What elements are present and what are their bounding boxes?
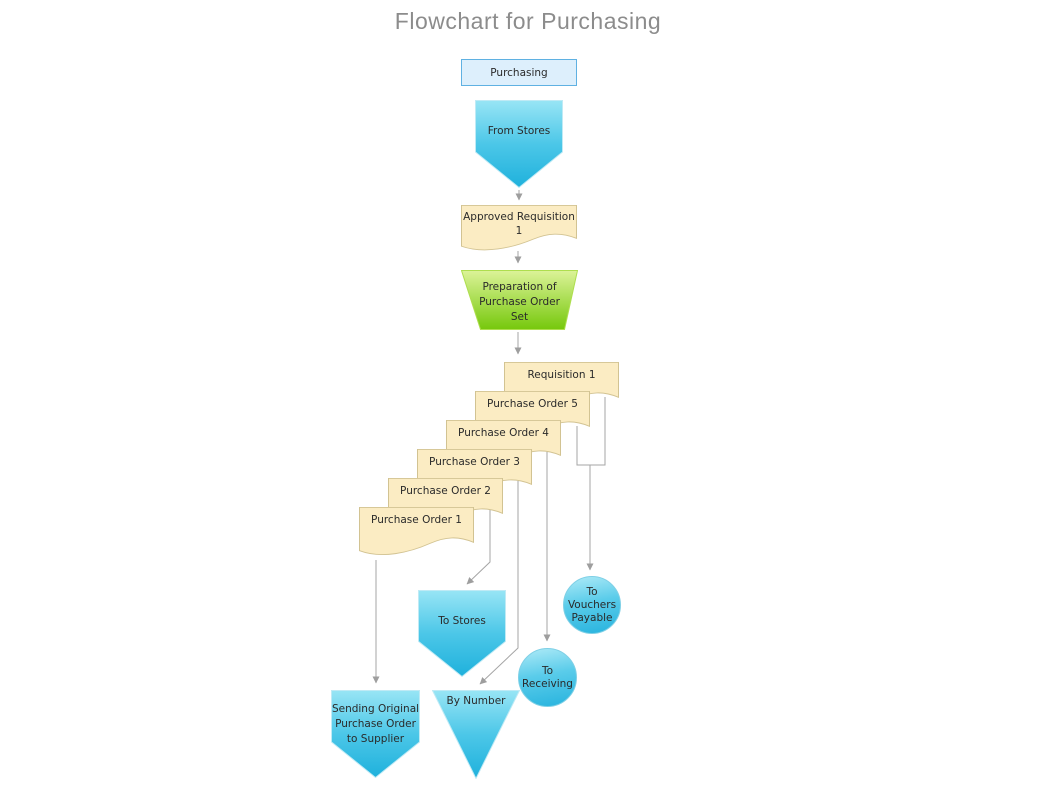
- node-to-receiving[interactable]: To Receiving: [518, 648, 577, 707]
- node-purchasing[interactable]: Purchasing: [461, 59, 577, 86]
- document-shape: [359, 507, 474, 556]
- manual-operation-shape: [461, 270, 578, 330]
- offpage-connector-shape: [418, 590, 506, 677]
- node-from-stores[interactable]: From Stores: [475, 100, 563, 188]
- node-sending-original[interactable]: Sending Original Purchase Order to Suppl…: [331, 690, 420, 778]
- offpage-connector-shape: [475, 100, 563, 188]
- merge-triangle-shape: [432, 690, 520, 779]
- node-to-stores[interactable]: To Stores: [418, 590, 506, 677]
- connector-to-bynumber: [479, 481, 519, 685]
- page-title: Flowchart for Purchasing: [394, 8, 662, 34]
- node-label: Purchasing: [490, 66, 548, 79]
- node-by-number[interactable]: By Number: [432, 690, 520, 779]
- node-purchase-order-1[interactable]: Purchase Order 1: [359, 507, 474, 560]
- node-label: To Receiving: [522, 664, 573, 690]
- connector-to-tostores: [466, 510, 491, 585]
- connector-merge-req1-po5: [576, 397, 606, 466]
- node-approved-requisition[interactable]: Approved Requisition 1: [461, 205, 577, 255]
- node-label: To Vouchers Payable: [567, 585, 617, 624]
- offpage-connector-shape: [331, 690, 420, 778]
- node-to-vouchers-payable[interactable]: To Vouchers Payable: [563, 576, 621, 634]
- document-shape: [461, 205, 577, 251]
- node-preparation[interactable]: Preparation of Purchase Order Set: [461, 270, 578, 330]
